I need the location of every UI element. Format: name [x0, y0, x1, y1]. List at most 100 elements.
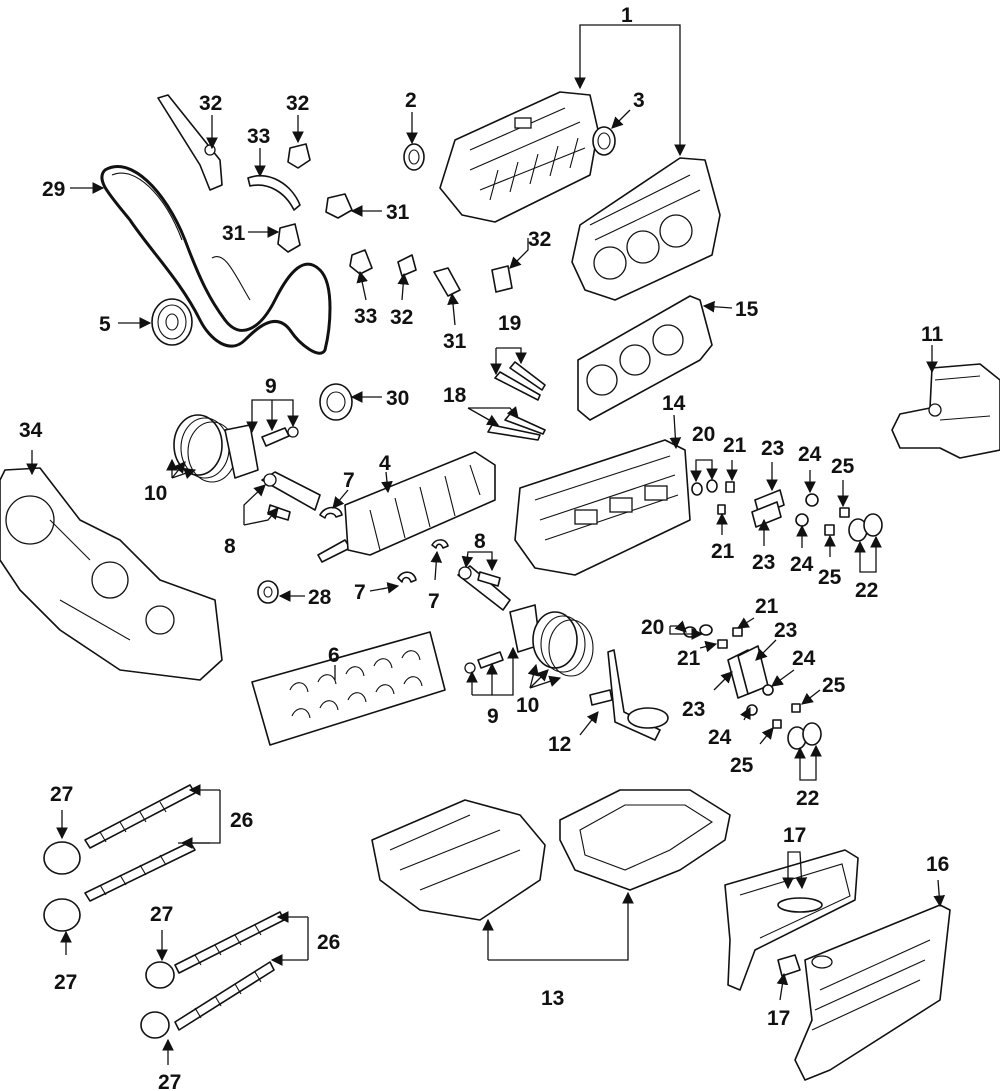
- part-head-gasket: [577, 295, 713, 421]
- callout-13: 13: [541, 987, 564, 1010]
- callout-34: 34: [19, 419, 43, 442]
- part-valve-cover: [794, 904, 951, 1081]
- callout-28: 28: [308, 586, 332, 609]
- part-idler-32-top: [287, 143, 311, 169]
- part-valve-cover-gasket: [724, 849, 859, 991]
- part-idler-32-b: [397, 254, 417, 277]
- callout-16: 16: [926, 853, 949, 876]
- callout-25a: 25: [831, 455, 855, 478]
- callout-20b: 20: [641, 616, 664, 639]
- callout-7c: 7: [428, 590, 440, 613]
- callout-17b: 17: [767, 1007, 790, 1030]
- part-crankshaft: [317, 451, 496, 563]
- callout-32c: 32: [528, 228, 551, 251]
- callout-2: 2: [405, 89, 417, 112]
- part-timing-belt: [100, 165, 332, 355]
- callout-27b: 27: [54, 971, 77, 994]
- callout-10a: 10: [144, 482, 167, 505]
- part-oil-seal-2: [403, 143, 425, 171]
- callout-30: 30: [386, 387, 409, 410]
- callout-21b: 21: [711, 540, 735, 563]
- callout-32a: 32: [199, 92, 222, 115]
- callout-11: 11: [921, 323, 944, 346]
- callout-27c: 27: [150, 903, 173, 926]
- callout-8a: 8: [224, 535, 236, 558]
- callout-4: 4: [379, 452, 391, 475]
- part-idler-32-c: [491, 265, 513, 293]
- part-bearing-7a: [319, 506, 343, 519]
- part-idler-31-b: [277, 223, 301, 253]
- callout-8b: 8: [474, 530, 486, 553]
- part-bearing-7b: [397, 571, 417, 583]
- part-bearing-7c: [431, 539, 449, 549]
- part-idler-31-a: [325, 193, 353, 219]
- part-idler-31-c: [433, 267, 461, 297]
- part-lower-crankcase: [371, 799, 546, 921]
- callout-32b: 32: [286, 92, 309, 115]
- callout-31a: 31: [386, 201, 410, 224]
- part-bearing-set-panel: [251, 631, 446, 746]
- callout-9b: 9: [487, 705, 499, 728]
- callout-23d: 23: [682, 698, 705, 721]
- callout-15: 15: [735, 298, 759, 321]
- callout-24b: 24: [790, 553, 814, 576]
- part-oil-seal-3: [592, 126, 616, 156]
- part-oil-pan: [559, 789, 731, 891]
- part-connecting-rod-right: [457, 565, 511, 611]
- callout-9a: 9: [265, 375, 277, 398]
- callout-20a: 20: [692, 423, 715, 446]
- callout-24d: 24: [708, 726, 732, 749]
- callout-33a: 33: [247, 125, 270, 148]
- callout-26a: 26: [230, 809, 253, 832]
- part-cylinder-block-left: [439, 91, 599, 223]
- callout-25b: 25: [818, 566, 842, 589]
- callout-7a: 7: [343, 469, 355, 492]
- callout-23a: 23: [761, 437, 784, 460]
- part-valves-18: [487, 413, 546, 441]
- leader-lines: [26, 24, 946, 1065]
- part-crankshaft-pulley: [151, 298, 193, 346]
- callout-12: 12: [548, 733, 571, 756]
- callout-26b: 26: [317, 931, 340, 954]
- callout-22b: 22: [796, 787, 819, 810]
- part-valve-train-upper: [691, 479, 883, 542]
- part-idler-33-b: [349, 249, 373, 275]
- part-timing-cover: [0, 467, 223, 681]
- callout-27a: 27: [50, 783, 73, 806]
- callout-24a: 24: [798, 443, 822, 466]
- callout-32d: 32: [390, 306, 413, 329]
- callout-17a: 17: [783, 824, 806, 847]
- part-piston-right: [464, 604, 594, 677]
- part-valves-19: [494, 361, 546, 401]
- callout-22a: 22: [855, 579, 878, 602]
- callout-3: 3: [633, 89, 645, 112]
- callout-5: 5: [99, 313, 111, 336]
- callout-25d: 25: [730, 754, 754, 777]
- part-piston-left: [173, 414, 299, 483]
- part-housing-11: [891, 363, 1000, 459]
- callout-14: 14: [662, 392, 686, 415]
- part-seal-28: [257, 580, 279, 604]
- part-valve-train-lower: [683, 624, 822, 750]
- callout-19: 19: [498, 312, 521, 335]
- callout-31b: 31: [222, 222, 246, 245]
- callout-18: 18: [443, 384, 467, 407]
- callout-10b: 10: [516, 694, 539, 717]
- part-plug-30: [319, 383, 353, 421]
- callout-1: 1: [621, 4, 633, 27]
- callout-21c: 21: [755, 595, 779, 618]
- callout-23b: 23: [752, 551, 775, 574]
- part-connecting-rod-left: [261, 471, 321, 521]
- callout-labels: 1 2 3 4 5 6 7 7 7 8 8 9 9 10 10 11 12 13…: [19, 4, 949, 1091]
- callout-21d: 21: [677, 647, 701, 670]
- callout-31c: 31: [443, 330, 467, 353]
- part-belt-guide: [247, 175, 301, 211]
- callout-7b: 7: [354, 581, 366, 604]
- part-camshafts-right: [140, 911, 285, 1039]
- callout-33b: 33: [354, 305, 377, 328]
- callout-25c: 25: [822, 674, 846, 697]
- part-cylinder-block-right: [571, 157, 721, 301]
- part-oil-strainer: [589, 649, 669, 741]
- callout-6: 6: [328, 644, 340, 667]
